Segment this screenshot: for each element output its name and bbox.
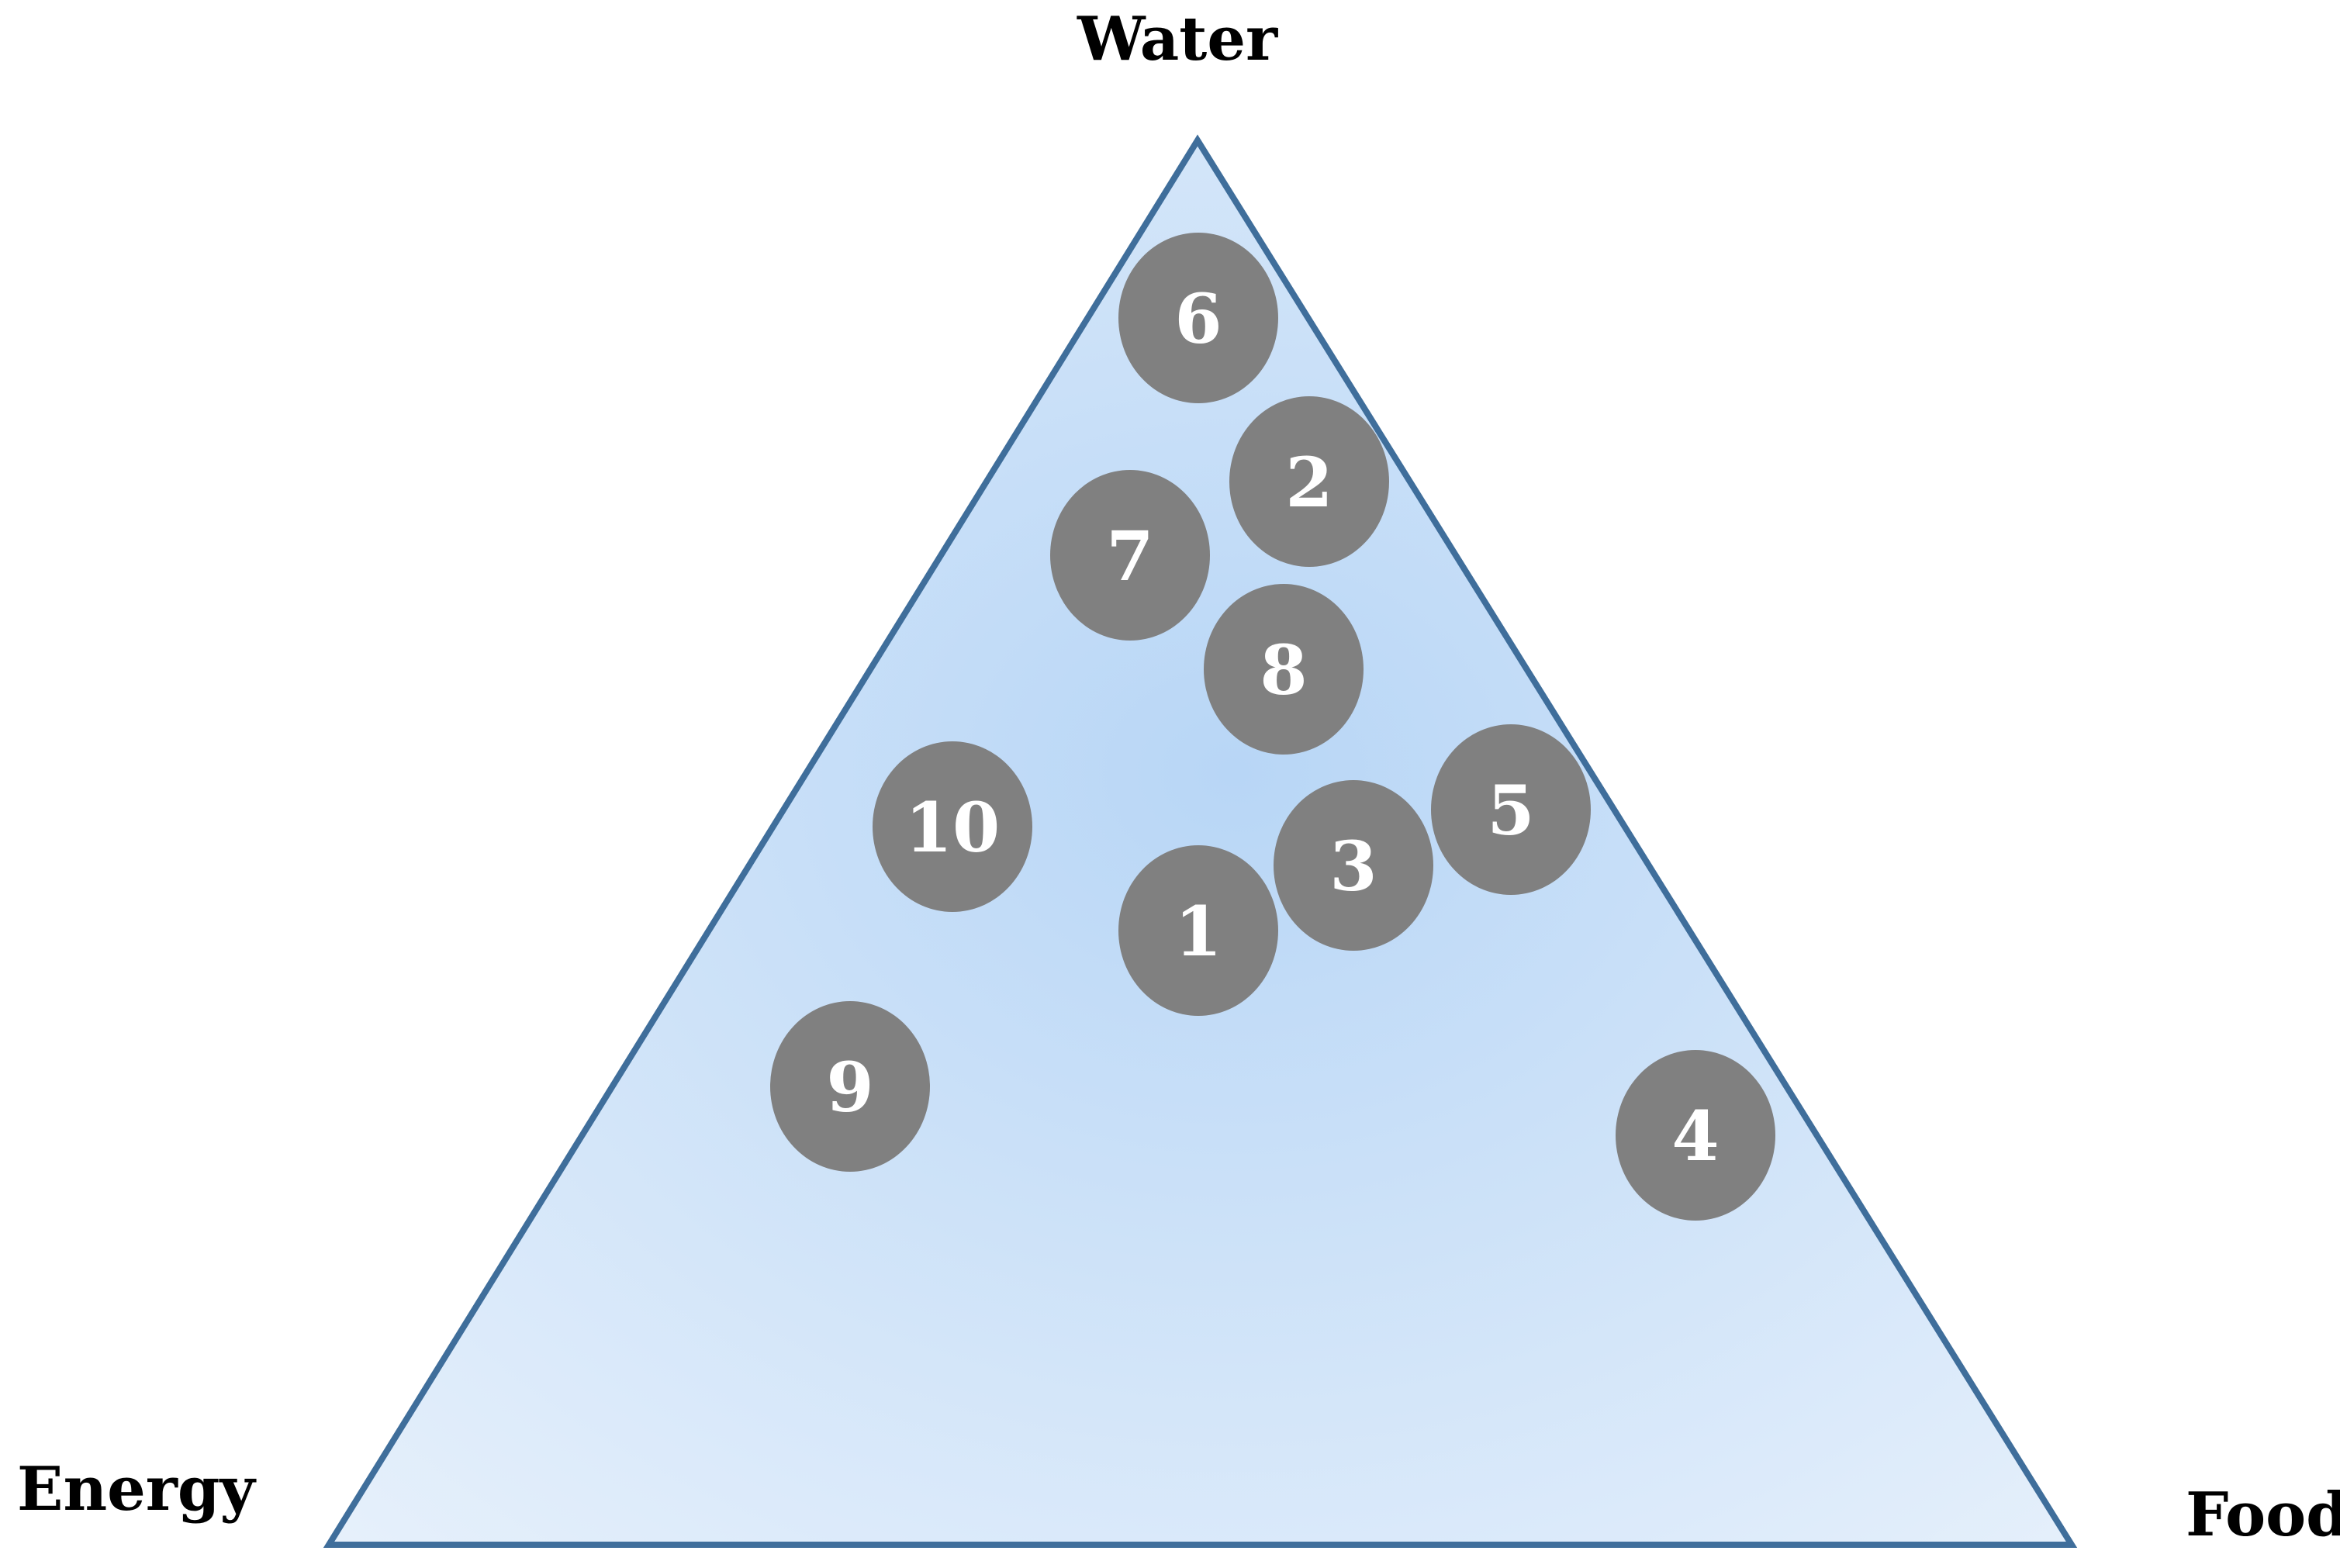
marker-label-8: 8 [1260,630,1307,710]
marker-7: 7 [1050,470,1210,641]
marker-label-10: 10 [905,787,1000,868]
marker-circle-10 [873,741,1032,912]
marker-circle-3 [1274,780,1433,951]
triangle-outline [323,134,2078,1548]
marker-label-2: 2 [1285,442,1332,523]
marker-1: 1 [1118,845,1278,1016]
markers-layer: 1 2 3 4 5 6 7 8 9 10 [770,233,1775,1221]
marker-circle-8 [1204,584,1364,755]
marker-label-5: 5 [1487,770,1534,851]
marker-8: 8 [1204,584,1364,755]
marker-label-9: 9 [826,1047,873,1128]
marker-4: 4 [1616,1050,1775,1221]
marker-circle-5 [1431,724,1591,895]
vertex-label-energy: Energy [17,1454,255,1525]
marker-9: 9 [770,1001,930,1172]
marker-circle-4 [1616,1050,1775,1221]
marker-label-3: 3 [1329,826,1377,907]
marker-circle-7 [1050,470,1210,641]
marker-10: 10 [873,741,1032,912]
marker-5: 5 [1431,724,1591,895]
marker-circle-2 [1229,396,1389,567]
marker-label-7: 7 [1106,516,1153,596]
marker-circle-6 [1118,233,1278,403]
marker-circle-9 [770,1001,930,1172]
marker-2: 2 [1229,396,1389,567]
marker-label-6: 6 [1174,278,1222,359]
vertex-label-water: Water [1077,4,1278,74]
vertex-label-food: Food [2186,1480,2340,1550]
marker-circle-1 [1118,845,1278,1016]
marker-label-4: 4 [1671,1096,1719,1176]
marker-label-1: 1 [1174,891,1222,972]
marker-6: 6 [1118,233,1278,403]
marker-3: 3 [1274,780,1433,951]
